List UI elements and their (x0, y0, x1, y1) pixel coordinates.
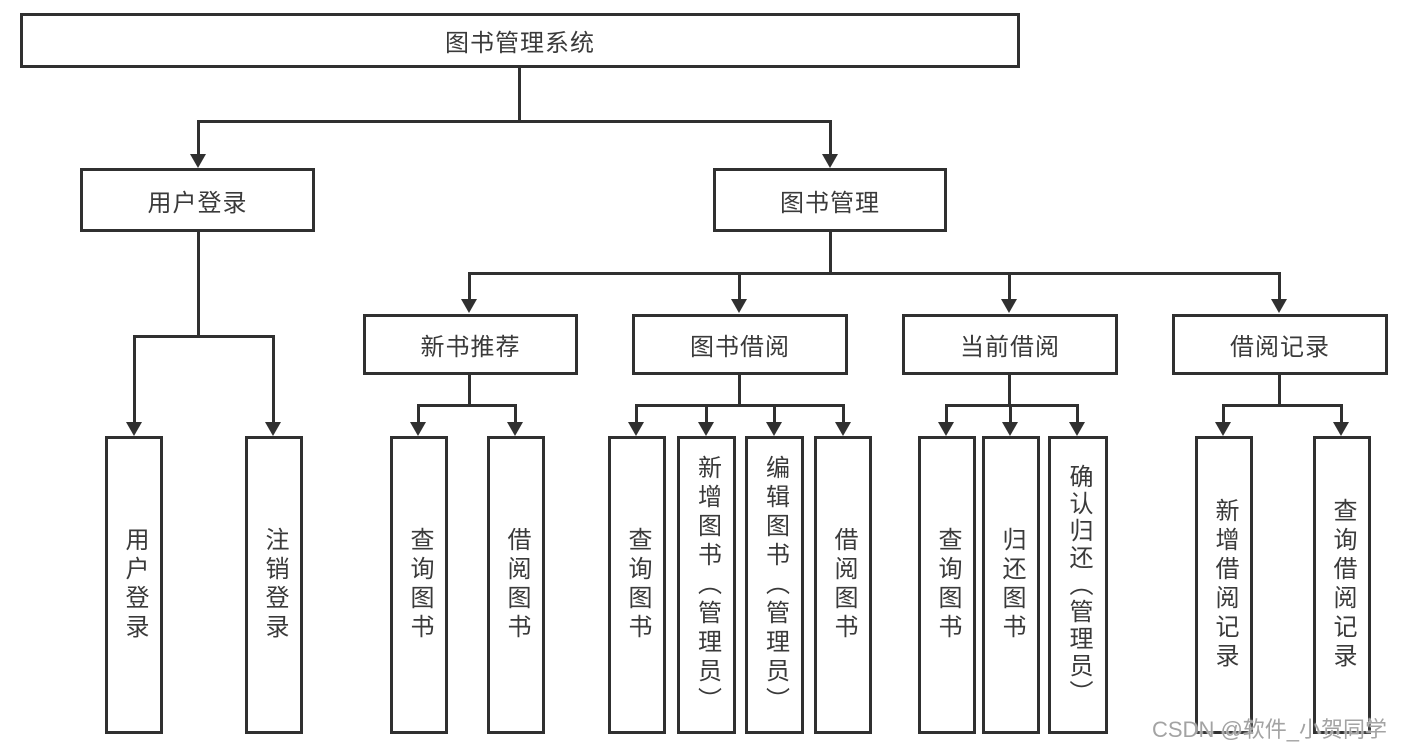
node-borrow-records: 借阅记录 (1172, 314, 1388, 375)
leaf-bb-edit-books-admin: 编辑图书（管理员） (745, 436, 804, 734)
leaf-br-query-record: 查询借阅记录 (1313, 436, 1371, 734)
connector-to-nb-query (417, 404, 420, 422)
leaf-br-query-record-label: 查询借阅记录 (1329, 498, 1356, 672)
node-current-borrowing: 当前借阅 (902, 314, 1118, 375)
connector-borrowing-bar (635, 404, 845, 407)
arrowhead-to-cb-confirm (1069, 422, 1085, 436)
connector-to-book-borrowing (738, 272, 741, 299)
connector-to-book-management (829, 120, 832, 154)
connector-to-borrow-records (1278, 272, 1281, 299)
connector-current-bar (945, 404, 1079, 407)
leaf-bb-query-books: 查询图书 (608, 436, 666, 734)
connector-to-cb-return (1009, 404, 1012, 422)
leaf-nb-borrow-books: 借阅图书 (487, 436, 545, 734)
arrowhead-to-br-add (1215, 422, 1231, 436)
node-book-management-label: 图书管理 (780, 189, 880, 217)
leaf-cb-confirm-return-admin-label: 确认归还（管理员） (1065, 463, 1092, 707)
leaf-bb-add-books-admin: 新增图书（管理员） (677, 436, 736, 734)
arrowhead-to-user-login (190, 154, 206, 168)
connector-records-bar (1222, 404, 1342, 407)
arrowhead-to-bb-query (628, 422, 644, 436)
connector-current-stem (1008, 375, 1011, 406)
connector-to-bb-add (705, 404, 708, 422)
leaf-nb-query-books: 查询图书 (390, 436, 448, 734)
connector-to-leaf-logout (272, 335, 275, 422)
leaf-logout: 注销登录 (245, 436, 303, 734)
node-borrow-records-label: 借阅记录 (1230, 334, 1330, 361)
arrowhead-to-book-borrowing (731, 299, 747, 313)
arrowhead-to-leaf-logout (265, 422, 281, 436)
arrowhead-to-br-query (1333, 422, 1349, 436)
leaf-bb-add-books-admin-label: 新增图书（管理员） (693, 454, 721, 716)
csdn-watermark: CSDN @软件_小贺同学 (1152, 717, 1388, 742)
connector-level3-bar (468, 272, 1281, 275)
node-new-book-recommend-label: 新书推荐 (420, 334, 521, 361)
node-book-borrowing: 图书借阅 (632, 314, 848, 375)
connector-book-management-stem (829, 232, 832, 274)
leaf-cb-query-books: 查询图书 (918, 436, 976, 734)
node-book-borrowing-label: 图书借阅 (690, 334, 790, 361)
leaf-br-add-record: 新增借阅记录 (1195, 436, 1253, 734)
connector-to-leaf-user-login (133, 335, 136, 422)
connector-to-bb-borrow (842, 404, 845, 422)
leaf-bb-edit-books-admin-label: 编辑图书（管理员） (761, 454, 789, 716)
arrowhead-to-borrow-records (1271, 299, 1287, 313)
leaf-bb-borrow-books: 借阅图书 (814, 436, 872, 734)
arrowhead-to-bb-edit (766, 422, 782, 436)
leaf-br-add-record-label: 新增借阅记录 (1211, 498, 1238, 672)
arrowhead-to-nb-query (410, 422, 426, 436)
connector-to-br-add (1222, 404, 1225, 422)
leaf-nb-borrow-books-label: 借阅图书 (503, 527, 530, 643)
node-user-login-label: 用户登录 (147, 189, 248, 217)
connector-to-bb-edit (773, 404, 776, 422)
arrowhead-to-cb-query (938, 422, 954, 436)
arrowhead-to-current-borrowing (1001, 299, 1017, 313)
connector-level2-bar (197, 120, 832, 123)
node-library-system-label: 图书管理系统 (445, 30, 595, 57)
leaf-cb-confirm-return-admin: 确认归还（管理员） (1048, 436, 1108, 734)
node-new-book-recommend: 新书推荐 (363, 314, 578, 375)
node-current-borrowing-label: 当前借阅 (960, 334, 1060, 361)
connector-to-user-login (197, 120, 200, 154)
connector-new-book-stem (468, 375, 471, 406)
connector-records-stem (1278, 375, 1281, 406)
leaf-user-login: 用户登录 (105, 436, 163, 734)
leaf-bb-borrow-books-label: 借阅图书 (830, 527, 857, 643)
leaf-user-login-label: 用户登录 (121, 527, 148, 643)
leaf-cb-return-books-label: 归还图书 (998, 527, 1025, 643)
leaf-cb-query-books-label: 查询图书 (934, 527, 961, 643)
connector-to-bb-query (635, 404, 638, 422)
leaf-logout-label: 注销登录 (261, 527, 288, 643)
connector-user-login-stem (197, 232, 200, 336)
leaf-nb-query-books-label: 查询图书 (406, 527, 433, 643)
connector-to-current-borrowing (1008, 272, 1011, 299)
node-user-login: 用户登录 (80, 168, 315, 232)
leaf-bb-query-books-label: 查询图书 (624, 527, 651, 643)
connector-to-br-query (1340, 404, 1343, 422)
arrowhead-to-leaf-user-login (126, 422, 142, 436)
arrowhead-to-nb-borrow (507, 422, 523, 436)
arrowhead-to-bb-add (698, 422, 714, 436)
arrowhead-to-book-management (822, 154, 838, 168)
connector-to-cb-confirm (1076, 404, 1079, 422)
connector-to-new-book-recommend (468, 272, 471, 299)
connector-to-nb-borrow (514, 404, 517, 422)
arrowhead-to-bb-borrow (835, 422, 851, 436)
connector-to-cb-query (945, 404, 948, 422)
connector-user-login-bar (133, 335, 275, 338)
node-book-management: 图书管理 (713, 168, 947, 232)
node-library-system: 图书管理系统 (20, 13, 1020, 68)
arrowhead-to-cb-return (1002, 422, 1018, 436)
leaf-cb-return-books: 归还图书 (982, 436, 1040, 734)
arrowhead-to-new-book-recommend (461, 299, 477, 313)
connector-root-stem (518, 68, 521, 121)
connector-new-book-bar (417, 404, 517, 407)
connector-borrowing-stem (738, 375, 741, 406)
